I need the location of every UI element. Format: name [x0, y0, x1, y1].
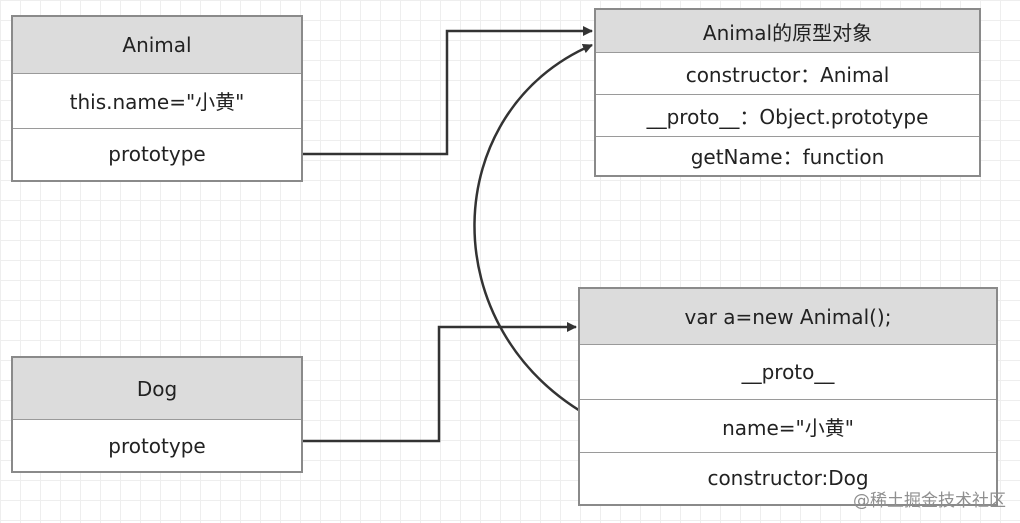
dog-box-prototype-row: prototype [13, 419, 301, 471]
instance-box-title: var a=new Animal(); [580, 289, 996, 345]
instance-box-name-row: name="小黄" [580, 399, 996, 451]
prototype-box-getname-row: getName：function [596, 135, 979, 175]
instance-box-constructor-row: constructor:Dog [580, 451, 996, 504]
instance-object-box: var a=new Animal(); __proto__ name="小黄" … [578, 287, 998, 506]
animal-constructor-box: Animal this.name="小黄" prototype [11, 15, 303, 182]
arrow-animal-prototype-to-proto-object [303, 26, 593, 156]
animal-prototype-object-box: Animal的原型对象 constructor：Animal __proto__… [594, 8, 981, 177]
arrow-instance-proto-to-proto-object [473, 43, 595, 421]
instance-box-proto-row: __proto__ [580, 344, 996, 399]
prototype-box-title: Animal的原型对象 [596, 10, 979, 53]
prototype-box-constructor-row: constructor：Animal [596, 52, 979, 94]
prototype-box-proto-row: __proto__：Object.prototype [596, 94, 979, 135]
arrow-dog-prototype-to-instance [303, 322, 577, 443]
animal-box-prototype-row: prototype [13, 127, 301, 180]
animal-box-name-row: this.name="小黄" [13, 73, 301, 127]
dog-constructor-box: Dog prototype [11, 356, 303, 473]
dog-box-title: Dog [13, 358, 301, 420]
watermark-text: @稀土掘金技术社区 [853, 491, 1006, 511]
animal-box-title: Animal [13, 17, 301, 74]
